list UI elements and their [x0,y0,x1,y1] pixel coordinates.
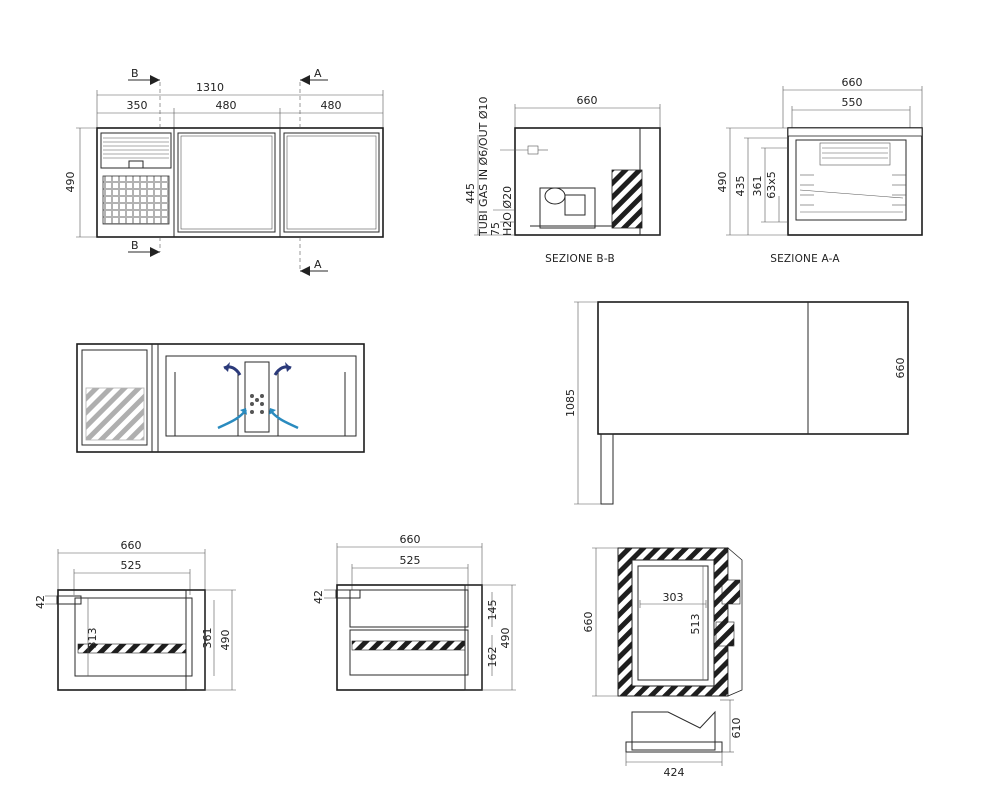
dim-660-section3: 660 [582,612,595,633]
side-section-1: 660 525 42 313 361 490 [34,539,236,691]
svg-text:B: B [131,67,139,80]
label-gas-pipes: TUBI GAS IN Ø6/OUT Ø10 [477,97,490,238]
dim-42-side2: 42 [312,590,325,604]
dim-490-side2: 490 [499,628,512,649]
lower-drawer [631,710,716,751]
section-marker-b-top: B [128,67,160,85]
caption-section-aa: SEZIONE A-A [770,253,840,265]
dim-435: 435 [734,176,747,197]
dim-145: 145 [486,600,499,621]
dim-525-side2: 525 [400,554,421,567]
cabinet-outline [96,127,384,238]
side2-drawer-top [349,589,469,628]
front-view: 1310 350 480 480 490 B [64,67,384,276]
side1-body [57,589,206,691]
airflow-arrow-blue-right [269,409,299,430]
top-view-leg [600,433,614,505]
dim-42-side1: 42 [34,595,47,609]
dim-313: 313 [86,628,99,649]
dim-490-front: 490 [64,172,77,193]
dim-445: 445 [464,183,477,204]
control-display [128,160,144,169]
evaporator-fan [244,361,270,433]
dim-75: 75 [489,222,502,236]
hinge-upper [721,579,741,605]
dim-550: 550 [842,96,863,109]
section-aa-body [787,127,923,236]
section-marker-b-bottom: B [128,239,160,257]
side-section-2: 660 525 42 145 162 490 [312,533,516,691]
svg-text:B: B [131,239,139,252]
dim-610: 610 [730,718,743,739]
dim-303: 303 [663,591,684,604]
door-right [283,132,380,233]
dim-490-aa: 490 [716,172,729,193]
dim-480-a: 480 [216,99,237,112]
dim-525-side1: 525 [121,559,142,572]
compressor [539,187,596,229]
side1-pipe [56,595,82,605]
dim-361-aa: 361 [751,176,764,197]
hinge-lower [715,621,735,647]
condenser-coil [85,387,145,441]
dim-63x5: 63x5 [765,171,778,199]
dim-361-side1: 361 [201,628,214,649]
top-view-body [597,301,909,435]
dim-162: 162 [486,647,499,668]
dim-1085: 1085 [564,389,577,417]
section-marker-a-top: A [300,67,328,85]
dim-660-bb: 660 [577,94,598,107]
dim-350: 350 [127,99,148,112]
dim-480-b: 480 [321,99,342,112]
section-aa: 660 550 490 435 361 63x5 SEZIONE A-A [716,76,923,265]
side2-pipe [335,589,361,599]
dim-660-side2: 660 [400,533,421,546]
dim-490-side1: 490 [219,630,232,651]
pipe-port [527,145,539,155]
airflow-arrow-blue-left [217,409,247,430]
condenser [611,169,643,229]
svg-text:A: A [314,258,322,271]
label-h2o: H2O Ø20 [501,186,514,236]
section-marker-a-bottom: A [300,258,328,276]
dim-1310: 1310 [196,81,224,94]
airflow-view [76,343,365,453]
section-3-insulated: 303 513 660 610 424 [582,547,743,779]
side2-body [336,584,483,691]
door-left [177,132,276,233]
dim-660-aa: 660 [842,76,863,89]
dim-513: 513 [689,614,702,635]
side2-drawer-bottom [349,629,469,676]
top-view: 1085 660 [564,301,909,505]
caption-section-bb: SEZIONE B-B [545,253,615,265]
section-bb: 660 445 TUBI GAS IN Ø6/OUT Ø10 75 H2O Ø2… [464,94,661,265]
grille-panel [102,175,170,225]
evaporator [819,142,891,166]
dim-660-top: 660 [894,358,907,379]
dim-424: 424 [664,766,685,779]
dim-660-side1: 660 [121,539,142,552]
svg-text:A: A [314,67,322,80]
